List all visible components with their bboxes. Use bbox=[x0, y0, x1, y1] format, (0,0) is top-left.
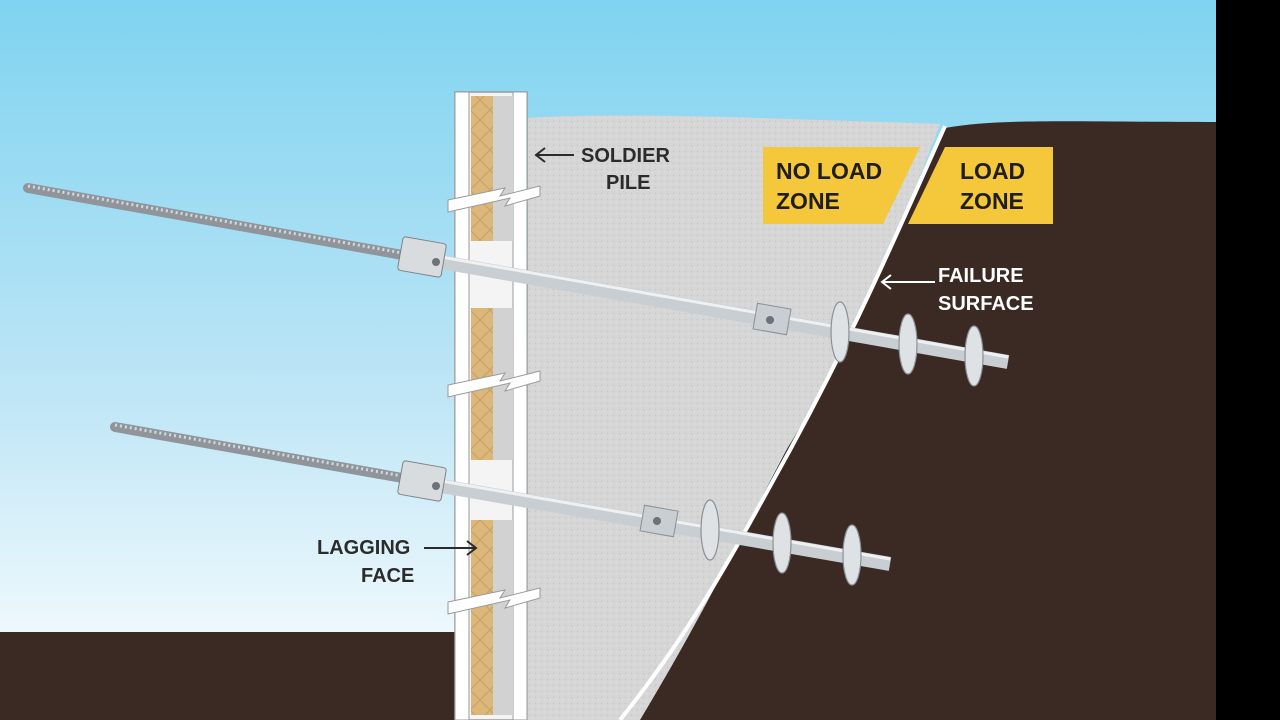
load-zone-label: ZONE bbox=[960, 188, 1024, 214]
soil-mass bbox=[600, 121, 1216, 720]
coupler-bolt bbox=[766, 316, 774, 324]
side-bar bbox=[1216, 0, 1280, 720]
soldier-pile-label: SOLDIER bbox=[581, 145, 670, 167]
failure-surface-label: SURFACE bbox=[938, 293, 1034, 315]
lagging-face-label: FACE bbox=[361, 565, 414, 587]
break-mark-icon bbox=[447, 185, 541, 615]
load-zone-badge bbox=[908, 147, 1053, 224]
lagging-board bbox=[471, 520, 493, 715]
threaded-rod-lower bbox=[110, 422, 413, 484]
ground-left bbox=[0, 632, 470, 720]
bracket-bolt bbox=[432, 258, 440, 266]
helix-plates-upper bbox=[830, 301, 984, 387]
no-load-zone-badge bbox=[763, 147, 920, 224]
anchor-bracket-lower bbox=[397, 460, 447, 502]
threaded-rod-upper-highlight bbox=[27, 184, 409, 256]
bracket-bolt bbox=[432, 482, 440, 490]
lagging-board bbox=[471, 96, 493, 241]
load-zone-label: LOAD bbox=[960, 158, 1025, 184]
lagging-face-label: LAGGING bbox=[317, 537, 410, 559]
no-load-zone-label: NO LOAD bbox=[776, 158, 882, 184]
pile-flange-left bbox=[454, 91, 470, 720]
soldier-pile-label: PILE bbox=[606, 172, 650, 194]
no-load-zone-wedge bbox=[528, 115, 940, 720]
anchor-bracket-upper bbox=[397, 236, 447, 278]
right-arrow-icon bbox=[424, 540, 478, 556]
failure-surface-label: FAILURE bbox=[938, 265, 1024, 287]
threaded-rod-upper bbox=[23, 183, 413, 261]
left-arrow-icon bbox=[534, 147, 574, 163]
no-load-zone-label: ZONE bbox=[776, 188, 840, 214]
pile-flange-right bbox=[512, 91, 528, 720]
helix-plates-lower bbox=[700, 499, 862, 586]
lagging-brick bbox=[493, 96, 513, 241]
lagging-brick bbox=[493, 520, 513, 715]
coupler-bolt bbox=[653, 517, 661, 525]
left-arrow-icon bbox=[880, 274, 935, 290]
failure-surface-line bbox=[618, 125, 947, 720]
